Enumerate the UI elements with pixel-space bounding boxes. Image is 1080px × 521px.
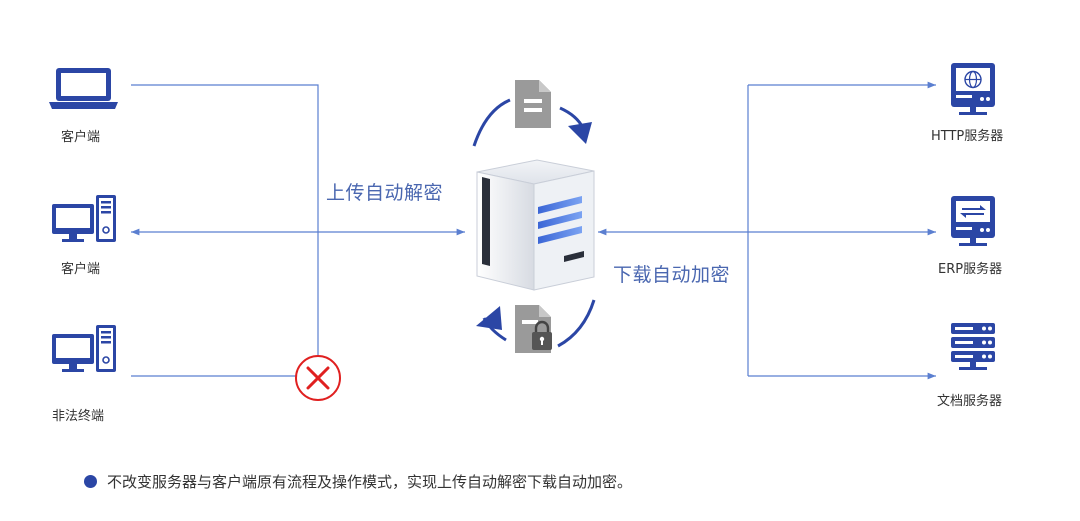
left-connectors: [131, 84, 465, 377]
web-server-icon: [951, 63, 995, 115]
document-icon: [515, 80, 551, 128]
locked-document-icon: [515, 305, 552, 353]
footer-text: 不改变服务器与客户端原有流程及操作模式，实现上传自动解密下载自动加密。: [107, 472, 633, 491]
left-node-label-client-1: 客户端: [61, 130, 101, 145]
right-node-label-doc: 文档服务器: [937, 394, 1003, 409]
left-node-label-client-2: 客户端: [61, 262, 101, 277]
right-node-label-http: HTTP服务器: [931, 129, 1004, 144]
desktop-computer-icon: [52, 195, 116, 242]
encryption-gateway-server-icon: [476, 159, 595, 291]
desktop-computer-icon: [52, 325, 116, 372]
line-client-1: [131, 84, 319, 376]
footer-note: 不改变服务器与客户端原有流程及操作模式，实现上传自动解密下载自动加密。: [84, 470, 632, 492]
sync-server-icon: [951, 196, 995, 246]
right-node-label-erp: ERP服务器: [938, 262, 1003, 277]
cycle-arrow-bottom: [476, 299, 596, 348]
right-connectors: [598, 81, 936, 380]
bullet-dot-icon: [84, 474, 97, 488]
rack-server-icon: [951, 323, 995, 370]
left-node-label-illegal-terminal: 非法终端: [52, 409, 105, 424]
upload-decrypt-label: 上传自动解密: [326, 182, 444, 204]
download-encrypt-label: 下载自动加密: [613, 264, 731, 286]
cycle-arrow-top: [472, 98, 592, 147]
laptop-icon: [49, 68, 118, 109]
blocked-x-icon: [295, 355, 341, 401]
